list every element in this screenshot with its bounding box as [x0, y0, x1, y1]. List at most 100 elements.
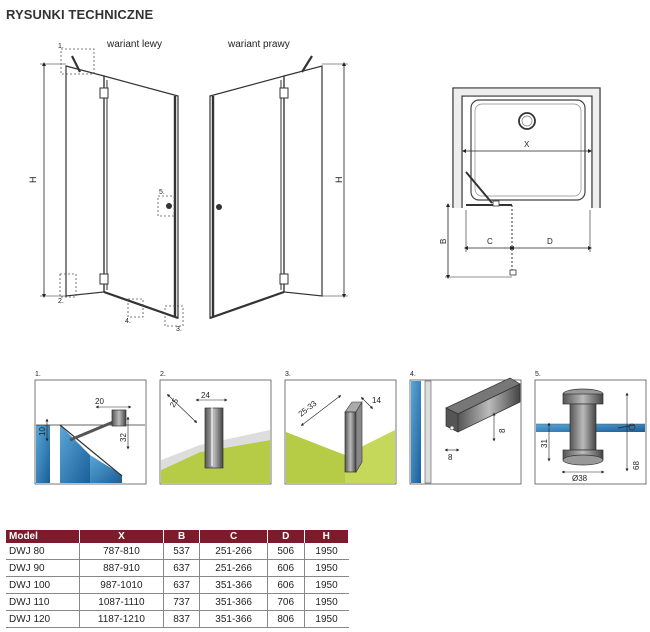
table-cell: 1950 [304, 559, 349, 577]
door-glass-panel [209, 75, 285, 319]
dimension-value: 68 [632, 461, 641, 470]
table-header-row: Model X B C D H [6, 530, 350, 543]
detail-number: 4. [410, 371, 416, 378]
detail-2: 2. 24 25 [159, 371, 272, 485]
table-cell: 787-810 [79, 543, 164, 560]
c-label: C [487, 237, 493, 246]
plan-view: X B C D [439, 87, 601, 279]
door-handle-icon [216, 204, 222, 210]
table-cell: 837 [163, 610, 201, 628]
table-cell: 637 [163, 576, 201, 594]
page-title: RYSUNKI TECHNICZNE [6, 7, 154, 22]
dimension-value: 32 [119, 433, 128, 442]
callout-number: 4. [125, 318, 131, 325]
callout-number: 1. [58, 43, 64, 50]
door-handle-icon [166, 203, 172, 209]
dimension-value: 24 [201, 391, 210, 400]
callout-number: 2. [58, 298, 64, 305]
b-label: B [439, 239, 448, 244]
detail-number: 3. [285, 371, 291, 378]
callout-box-5 [157, 195, 175, 217]
x-label: X [524, 140, 530, 149]
table-row: DWJ 100 987-1010 637 351-366 606 1950 [6, 576, 349, 594]
dimension-value: Ø38 [572, 474, 588, 483]
table-cell: 737 [163, 593, 201, 611]
stabilizer-bracket-icon [111, 409, 127, 427]
profile-icon [344, 411, 357, 473]
callout-box-1 [60, 48, 95, 75]
table-row: DWJ 110 1087-1110 737 351-366 706 1950 [6, 593, 349, 611]
table-cell: 1950 [304, 610, 349, 628]
height-label: H [28, 177, 38, 184]
column-header: C [199, 530, 268, 543]
table-cell: DWJ 100 [6, 576, 81, 594]
dimension-value: 8 [448, 453, 453, 462]
table-row: DWJ 90 887-910 637 251-266 606 1950 [6, 559, 349, 577]
column-header: X [79, 530, 164, 543]
column-header: H [304, 530, 350, 543]
hinge-icon [279, 273, 289, 285]
fixed-glass-panel [65, 65, 105, 297]
stabilizer-bar [301, 55, 313, 73]
detail-3: 3. 14 25-33 [284, 371, 397, 485]
fixed-glass-panel [283, 65, 323, 297]
dimension-value: 10 [38, 427, 47, 436]
column-header: D [267, 530, 305, 543]
dimension-value: 14 [372, 396, 381, 405]
table-cell: 1950 [304, 576, 349, 594]
left-variant-view: wariant lewy H 1. 2. 4. 3. 5. [28, 39, 184, 333]
table-cell: 637 [163, 559, 201, 577]
table-cell: 537 [163, 543, 201, 560]
dimension-value: 31 [540, 439, 549, 448]
table-cell: 506 [267, 543, 305, 560]
table-cell: DWJ 80 [6, 543, 81, 560]
column-header: B [163, 530, 201, 543]
callout-box-2 [59, 273, 77, 298]
table-cell: 606 [267, 559, 305, 577]
table-cell: 351-366 [199, 593, 268, 611]
right-variant-view: wariant prawy H [209, 39, 348, 320]
callout-box-3 [164, 305, 184, 327]
detail-number: 2. [160, 371, 166, 378]
callout-box-4 [127, 298, 144, 318]
table-cell: 1950 [304, 543, 349, 560]
detail-5: 5. Ø38 31 68 [534, 371, 647, 485]
hinge-icon [99, 87, 109, 99]
detail-1: 1. 20 10 32 [34, 371, 147, 485]
table-row: DWJ 80 787-810 537 251-266 506 1950 [6, 543, 349, 560]
callout-number: 3. [176, 326, 182, 333]
left-variant-label: wariant lewy [106, 39, 162, 50]
table-cell: 606 [267, 576, 305, 594]
dimension-value: 8 [498, 428, 507, 433]
table-cell: 806 [267, 610, 305, 628]
table-cell: 351-366 [199, 610, 268, 628]
table-cell: 1087-1110 [79, 593, 164, 611]
detail-4: 4. 8 8 [409, 371, 522, 485]
hinge-icon [99, 273, 109, 285]
column-header: Model [6, 530, 81, 543]
table-row: DWJ 120 1187-1210 837 351-366 806 1950 [6, 610, 349, 628]
right-variant-label: wariant prawy [227, 39, 290, 50]
table-cell: 351-366 [199, 576, 268, 594]
table-cell: 1187-1210 [79, 610, 164, 628]
profile-icon [204, 407, 224, 469]
table-cell: DWJ 110 [6, 593, 81, 611]
table-cell: DWJ 90 [6, 559, 81, 577]
table-cell: 251-266 [199, 559, 268, 577]
door-open-position [465, 171, 493, 204]
table-cell: 887-910 [79, 559, 164, 577]
table-cell: 706 [267, 593, 305, 611]
detail-number: 1. [35, 371, 41, 378]
callout-number: 5. [159, 189, 165, 196]
detail-number: 5. [535, 371, 541, 378]
table-cell: DWJ 120 [6, 610, 81, 628]
height-label: H [334, 177, 344, 184]
dimension-value: 20 [95, 397, 104, 406]
door-glass-panel [103, 75, 179, 319]
hinge-icon [279, 87, 289, 99]
table-cell: 251-266 [199, 543, 268, 560]
table-cell: 987-1010 [79, 576, 164, 594]
knob-handle-icon [569, 403, 597, 451]
table-cell: 1950 [304, 593, 349, 611]
